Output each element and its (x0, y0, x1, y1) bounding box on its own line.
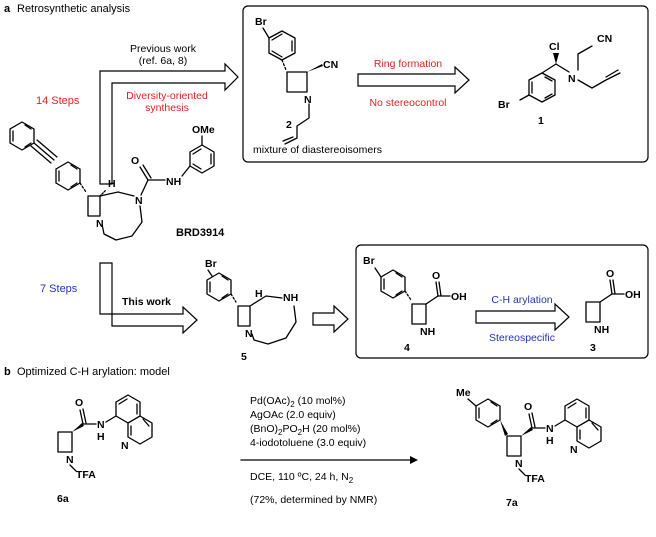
compound-5-number: 5 (241, 351, 247, 363)
atom-o: O (131, 155, 139, 167)
atom-nh: NH (283, 292, 298, 304)
this-work-label: This work (122, 296, 171, 308)
condition-catalyst: Pd(OAc)2 (10 mol%) (250, 395, 345, 409)
compound-2-number: 2 (286, 119, 292, 131)
atom-tfa: TFA (525, 473, 545, 485)
condition-catalyst-main: Pd(OAc) (250, 395, 290, 407)
condition-catalyst-sub: 2 (290, 400, 295, 409)
atom-h: H (255, 288, 263, 300)
atom-h: H (546, 435, 554, 447)
yield-note: (72%, determined by NMR) (250, 494, 377, 506)
this-work-box (355, 244, 649, 359)
atom-n: N (304, 94, 312, 106)
previous-work-label: Previous work (130, 43, 197, 55)
atom-h: H (108, 178, 116, 190)
previous-work-ref: (ref. 6a, 8) (139, 55, 187, 67)
reaction-arrowhead (410, 456, 418, 464)
condition-solvent: DCE, 110 ºC, 24 h, N2 (250, 471, 354, 485)
atom-h: H (97, 431, 105, 443)
no-stereocontrol-label: No stereocontrol (369, 97, 446, 109)
atom-n: N (66, 454, 74, 466)
stereospecific-label: Stereospecific (489, 332, 555, 344)
panel-b-title: Optimized C-H arylation: model (17, 366, 170, 378)
steps-bottom-label: 7 Steps (40, 283, 78, 295)
mixture-label: mixture of diastereoisomers (253, 144, 382, 156)
atom-n: N (121, 440, 129, 452)
atom-br: Br (363, 255, 375, 267)
condition-additive: (BnO)2PO2H (20 mol%) (250, 423, 360, 437)
compound-4-number: 4 (404, 342, 410, 354)
panel-a-letter: a (4, 3, 11, 15)
atom-cl: Cl (549, 41, 560, 53)
compound-7a-structure: Me N TFA O N H N 7a (456, 387, 602, 509)
panel-a-title: Retrosynthetic analysis (17, 3, 131, 15)
ch-arylation-label: C-H arylation (491, 294, 552, 306)
compound-5-structure: Br H N NH 5 (205, 258, 298, 363)
atom-nh: NH (420, 326, 435, 338)
atom-n: N (515, 458, 523, 470)
compound-1-number: 1 (538, 115, 544, 127)
previous-work-arrow (99, 62, 239, 185)
compound-3-number: 3 (590, 342, 596, 354)
atom-cn: CN (597, 33, 612, 45)
atom-ome: OMe (192, 124, 215, 136)
ring-formation-arrow (357, 65, 470, 95)
brd3914-label: BRD3914 (176, 227, 225, 239)
atom-oh: OH (451, 291, 467, 303)
atom-o: O (606, 268, 614, 280)
atom-o: O (432, 270, 440, 282)
atom-n: N (570, 444, 578, 456)
atom-n: N (568, 73, 576, 85)
dos-label-2: synthesis (145, 102, 189, 114)
atom-nh: NH (594, 324, 609, 336)
atom-br: Br (205, 258, 217, 270)
atom-br: Br (498, 99, 510, 111)
brd3914-structure: H N N O NH OMe BRD3914 (9, 121, 225, 241)
to-box-arrow (312, 304, 349, 334)
ring-formation-label: Ring formation (374, 58, 442, 70)
atom-me: Me (456, 387, 471, 399)
compound-3-structure: NH O OH 3 (585, 268, 641, 354)
condition-additive-a: (BnO) (250, 423, 278, 435)
atom-n: N (135, 195, 143, 207)
atom-oh: OH (625, 289, 641, 301)
previous-work-box (242, 5, 649, 163)
atom-tfa: TFA (76, 469, 96, 481)
condition-catalyst-tail: (10 mol%) (295, 395, 346, 407)
compound-6a-structure: N TFA O N H N 6a (57, 394, 153, 505)
dos-label-1: Diversity-oriented (126, 90, 208, 102)
compound-2-structure: Br CN N 2 (255, 16, 338, 145)
condition-solvent-sub: 2 (349, 476, 354, 485)
compound-4-structure: Br NH O OH 4 (363, 255, 467, 354)
panel-b-letter: b (4, 366, 11, 378)
ch-arylation-arrow (475, 302, 570, 332)
atom-n: N (96, 218, 104, 230)
compound-7a-number: 7a (506, 497, 518, 509)
condition-solvent-main: DCE, 110 ºC, 24 h, N (250, 471, 349, 483)
atom-n: N (546, 423, 554, 435)
atom-nh: NH (166, 176, 181, 188)
compound-6a-number: 6a (57, 493, 69, 505)
condition-aryl-iodide: 4-iodotoluene (3.0 equiv) (250, 437, 366, 449)
condition-additive-b: PO (282, 423, 297, 435)
condition-additive-sub1: 2 (278, 428, 283, 437)
atom-n: N (245, 328, 253, 340)
atom-o: O (524, 401, 532, 413)
condition-additive-sub2: 2 (298, 428, 303, 437)
atom-br: Br (255, 16, 267, 28)
steps-top-label: 14 Steps (36, 95, 80, 107)
atom-cn: CN (323, 59, 338, 71)
atom-n: N (97, 419, 105, 431)
condition-oxidant: AgOAc (2.0 equiv) (250, 409, 336, 421)
this-work-arrow (99, 262, 198, 335)
compound-1-structure: Br Cl N CN 1 (498, 33, 621, 127)
condition-additive-c: H (20 mol%) (302, 423, 360, 435)
atom-o: O (75, 397, 83, 409)
